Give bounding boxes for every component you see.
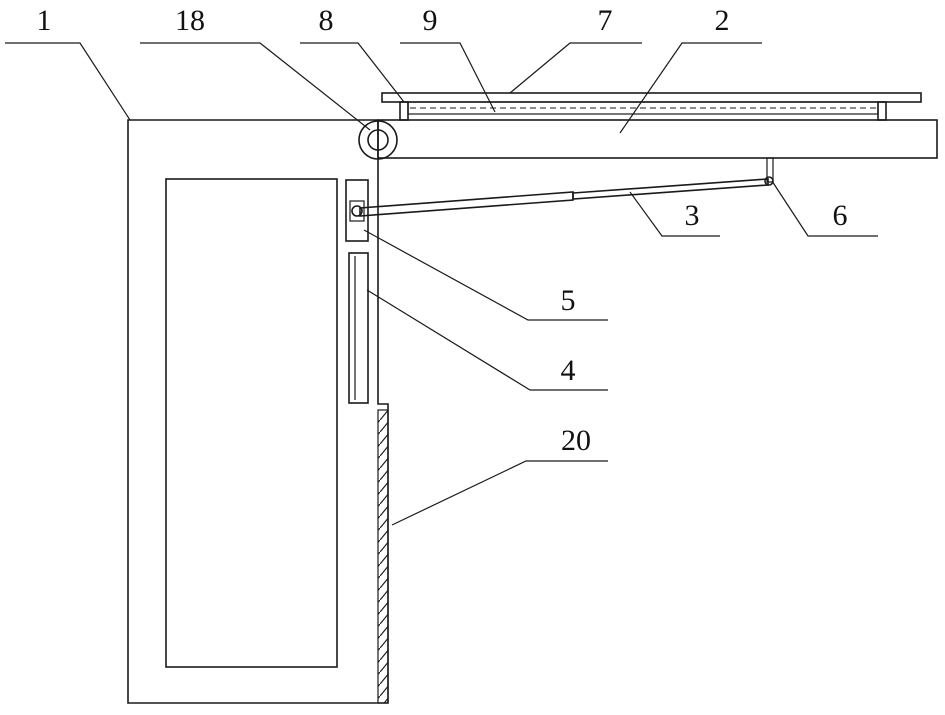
- slide-rail: [349, 253, 368, 403]
- cabinet-window: [166, 179, 337, 667]
- label-8: 8: [319, 4, 334, 37]
- slider-housing: [346, 180, 368, 241]
- label-9: 9: [423, 4, 438, 37]
- spacer-left: [400, 102, 408, 120]
- leader-18: [140, 43, 370, 130]
- label-3: 3: [685, 199, 700, 232]
- label-6: 6: [833, 199, 848, 232]
- canopy-board: [378, 120, 937, 158]
- spacer-right: [878, 102, 886, 120]
- label-20: 20: [561, 424, 591, 457]
- label-4: 4: [561, 354, 576, 387]
- leader-7: [510, 43, 642, 93]
- label-2: 2: [715, 4, 730, 37]
- label-7: 7: [598, 4, 613, 37]
- label-5: 5: [561, 284, 576, 317]
- hinge-pin: [765, 177, 773, 185]
- label-18: 18: [175, 4, 205, 37]
- cabinet-body: [128, 120, 388, 703]
- leader-6: [772, 181, 878, 236]
- top-panel: [382, 93, 921, 102]
- label-1: 1: [37, 4, 52, 37]
- side-strip: [378, 410, 388, 703]
- leader-20: [392, 461, 608, 525]
- leader-1: [5, 43, 130, 120]
- support-rod-lower: [360, 192, 573, 216]
- leader-3: [630, 192, 720, 236]
- support-rod-upper: [573, 179, 768, 199]
